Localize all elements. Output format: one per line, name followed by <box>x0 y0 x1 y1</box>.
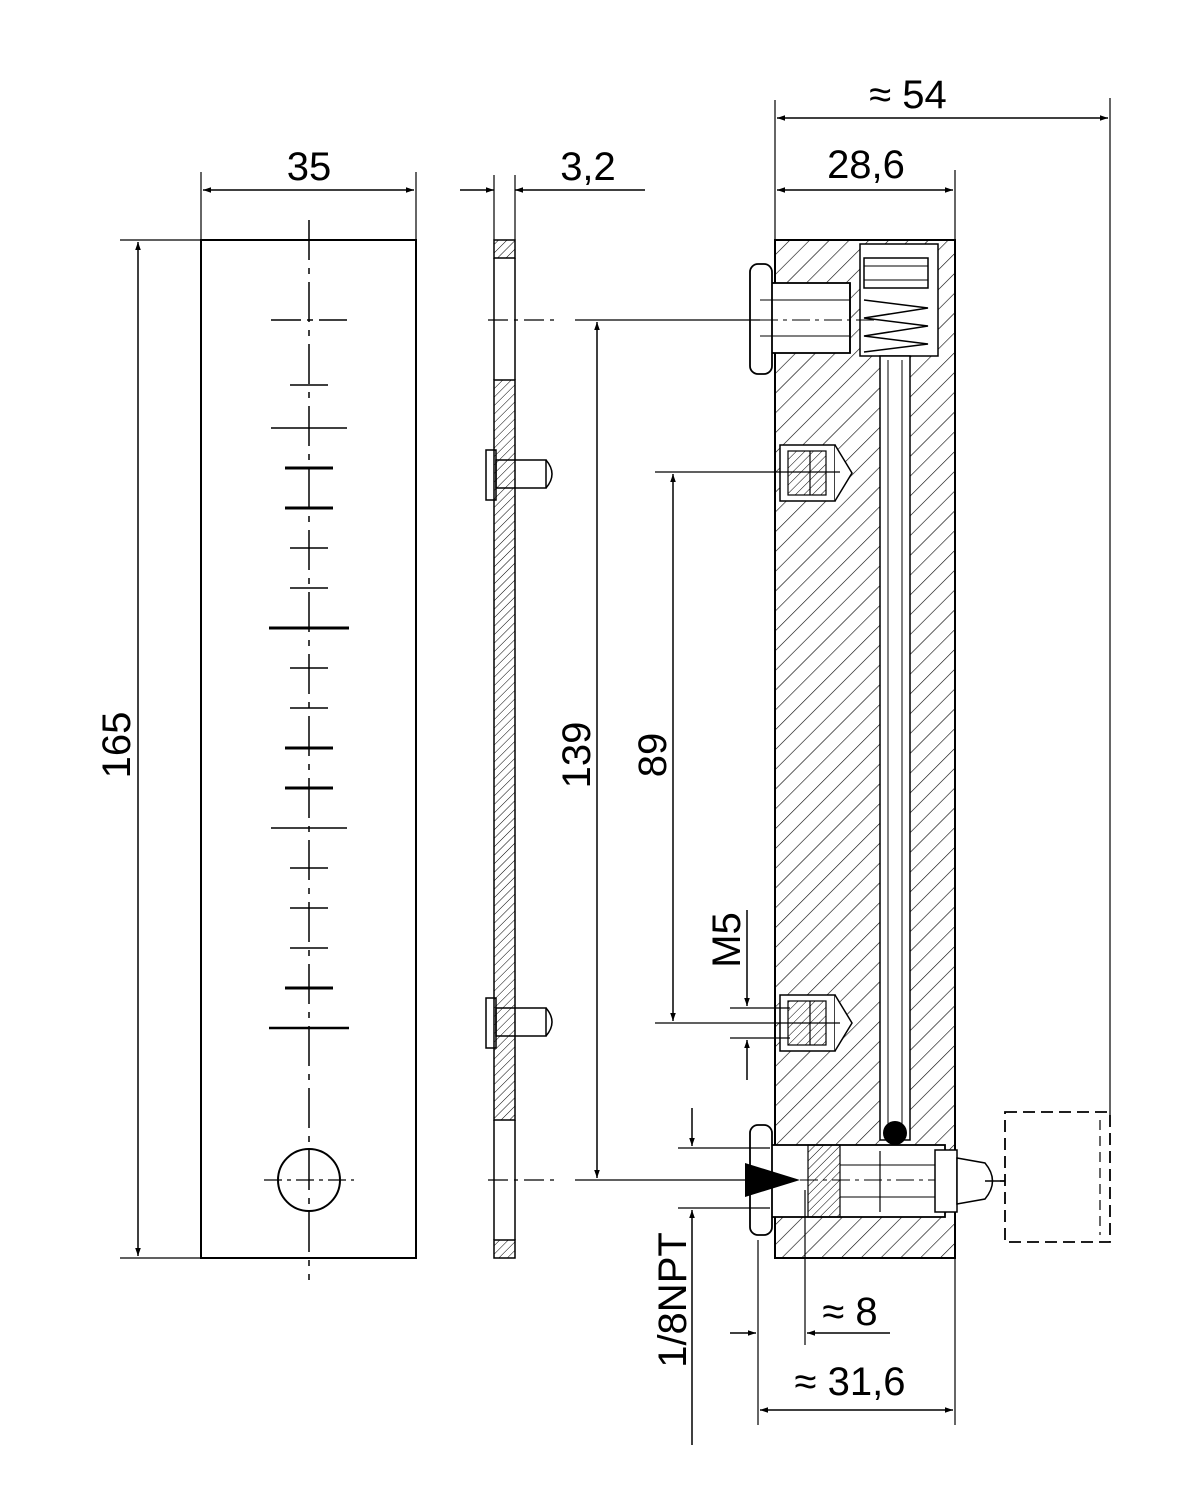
scale-ticks <box>269 319 349 1030</box>
upper-thread-insert <box>779 444 853 502</box>
front-view: 35 165 <box>95 145 417 1280</box>
dim-plate-width: 35 <box>287 145 332 189</box>
dim-port-spacing: 139 <box>555 722 599 789</box>
side-view: 3,2 <box>460 145 645 1259</box>
mounting-stud-lower <box>485 997 553 1049</box>
dim-body-depth: 28,6 <box>827 143 905 187</box>
mounting-stud-upper <box>485 449 553 501</box>
dim-fitting-depth: ≈ 31,6 <box>795 1360 906 1404</box>
dim-overall-width: ≈ 54 <box>869 73 947 117</box>
dim-port-thread: 1/8NPT <box>651 1232 695 1368</box>
float-ball <box>883 1121 907 1145</box>
valve-knob <box>985 1111 1111 1243</box>
flow-direction-arrow-icon <box>745 1163 800 1197</box>
meter-body-section <box>774 239 956 1259</box>
section-view: 139 89 M5 1/8NPT ≈ 54 28,6 ≈ 8 <box>555 73 1111 1445</box>
dim-mount-thread: M5 <box>705 912 749 968</box>
top-fitting <box>749 257 929 375</box>
spring-icon <box>863 299 929 353</box>
dim-plate-thickness: 3,2 <box>560 145 616 189</box>
dim-fitting-offset: ≈ 8 <box>822 1290 877 1334</box>
dim-overall-height: 165 <box>95 712 139 779</box>
dim-mount-spacing: 89 <box>631 733 675 778</box>
